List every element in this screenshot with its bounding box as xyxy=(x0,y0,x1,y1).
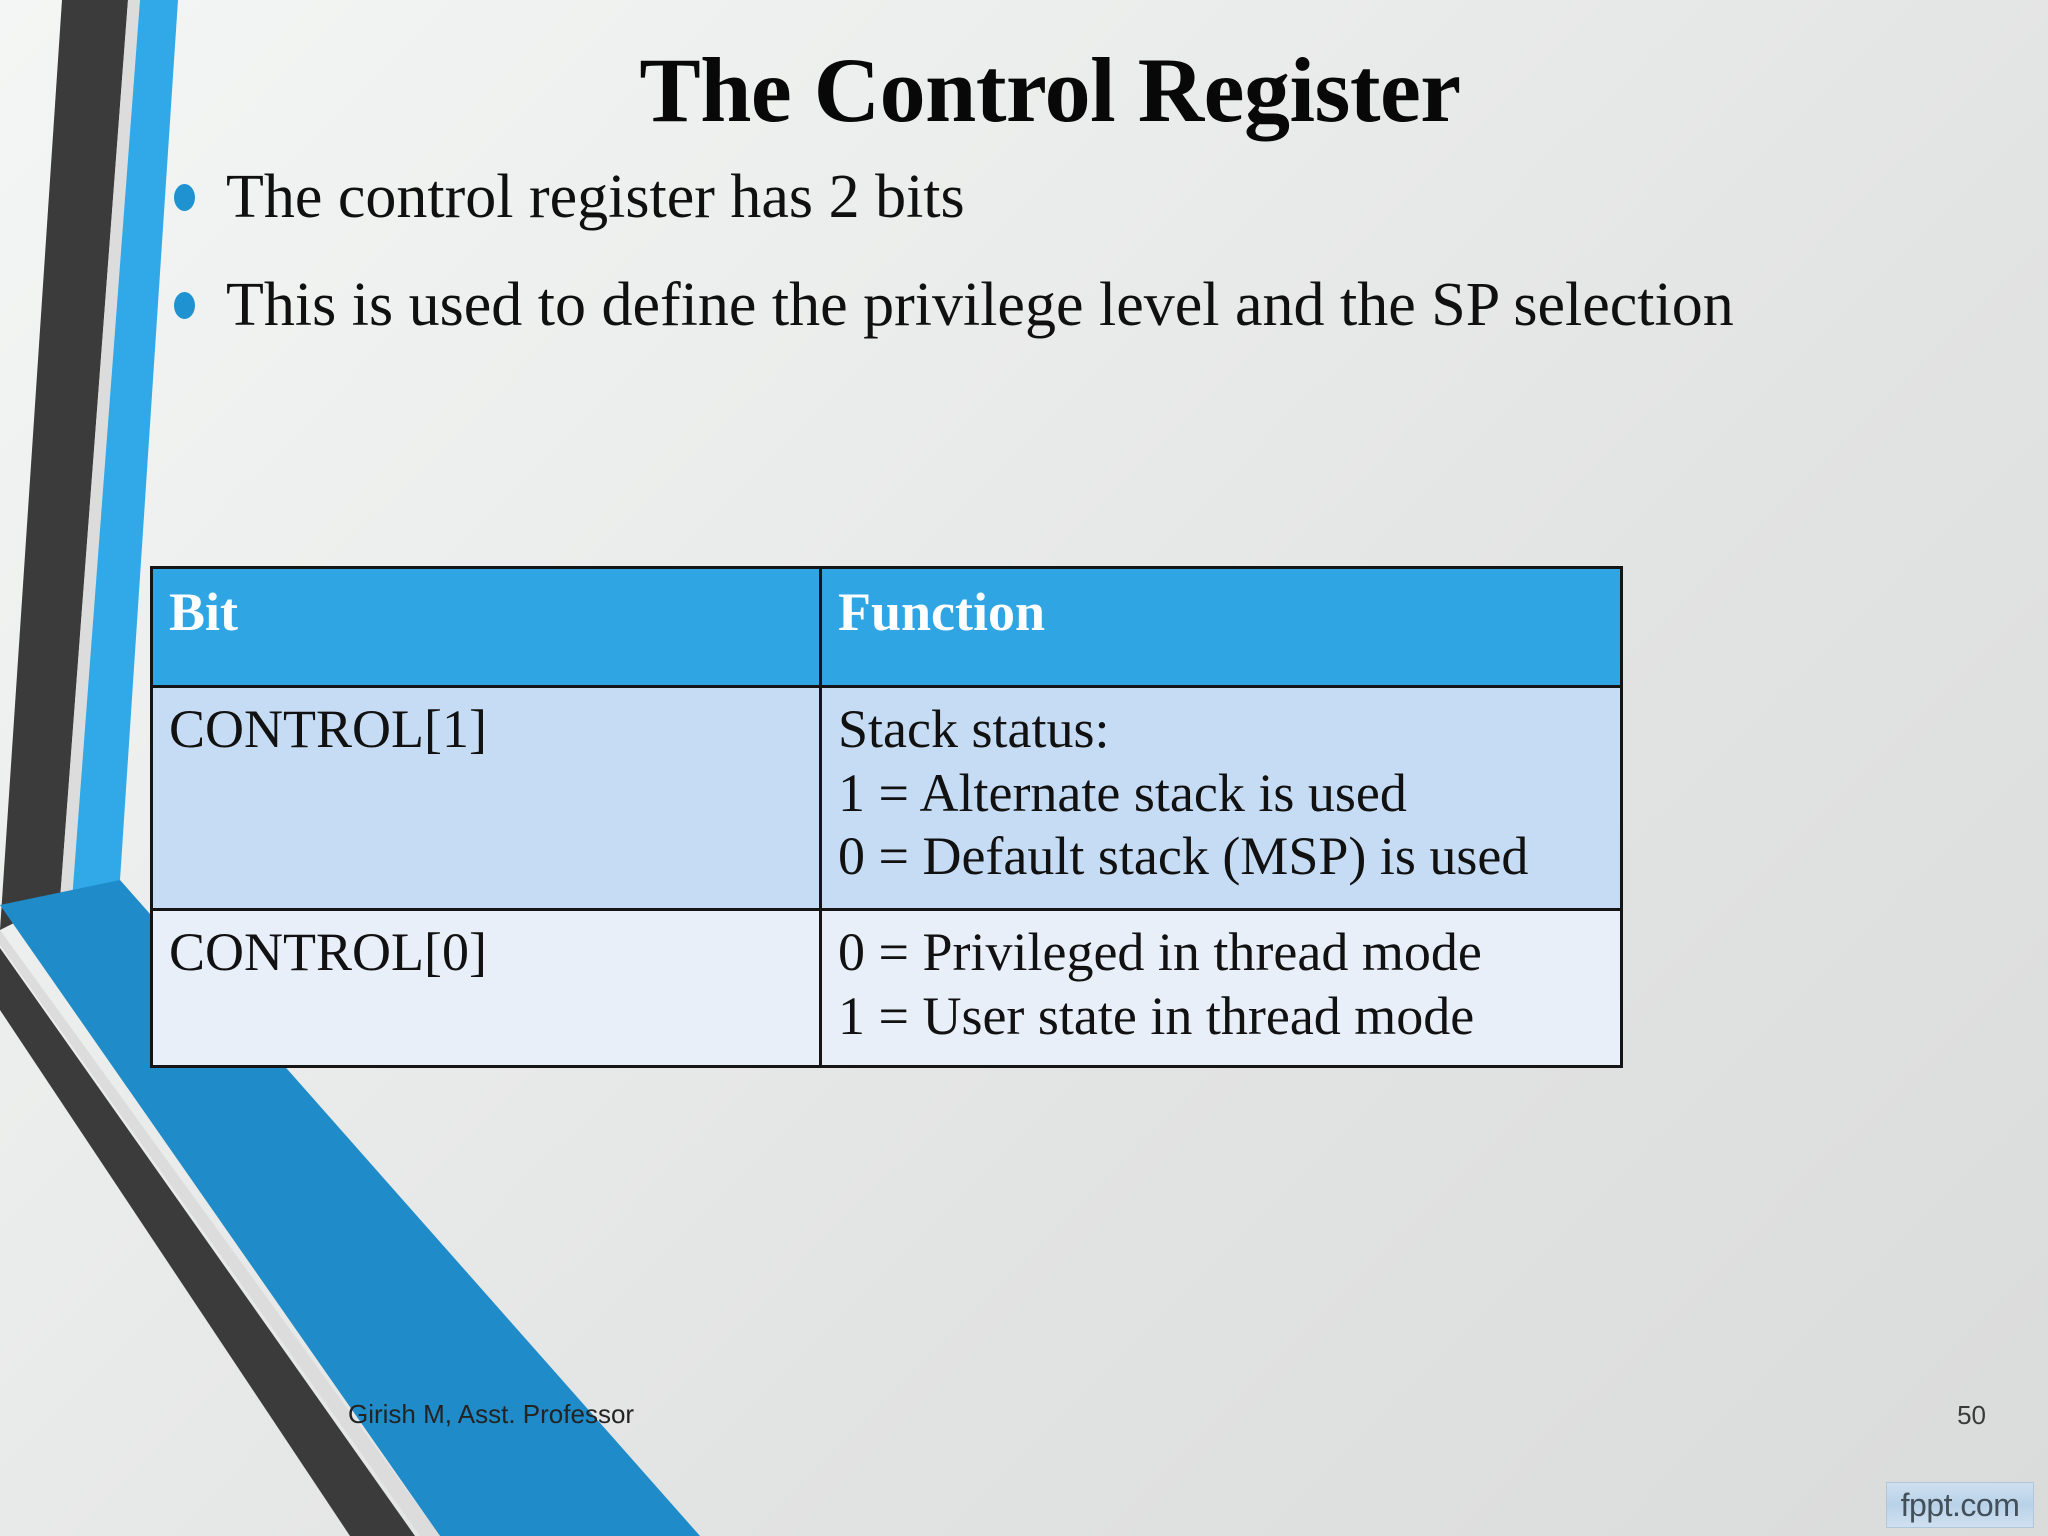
column-header-function: Function xyxy=(819,566,1623,688)
page-title: The Control Register xyxy=(639,39,1461,141)
slide-number: 50 xyxy=(1957,1400,1986,1430)
cell-bit: CONTROL[1] xyxy=(150,685,822,911)
bullet-list: The control register has 2 bits This is … xyxy=(168,160,1868,375)
function-line: 1 = User state in thread mode xyxy=(838,985,1475,1046)
control-register-table: Bit Function CONTROL[1] Stack status: 1 … xyxy=(150,566,1623,1068)
cell-function: Stack status: 1 = Alternate stack is use… xyxy=(819,685,1623,911)
bullet-text: This is used to define the privilege lev… xyxy=(226,270,1734,339)
list-item: The control register has 2 bits xyxy=(168,160,1868,236)
table-row: CONTROL[0] 0 = Privileged in thread mode… xyxy=(150,908,1623,1068)
bullet-dot-icon xyxy=(174,291,195,319)
dark-gray-band-vertical xyxy=(0,0,128,930)
table-header-row: Bit Function xyxy=(150,566,1623,688)
column-header-bit: Bit xyxy=(150,566,822,688)
cell-bit: CONTROL[0] xyxy=(150,908,822,1068)
function-line: 0 = Privileged in thread mode xyxy=(838,922,1482,982)
table-row: CONTROL[1] Stack status: 1 = Alternate s… xyxy=(150,685,1623,911)
bullet-dot-icon xyxy=(174,184,195,211)
fppt-watermark: fppt.com xyxy=(1886,1482,2034,1528)
bullet-text: The control register has 2 bits xyxy=(226,163,965,231)
function-line: 0 = Default stack (MSP) is used xyxy=(838,826,1529,887)
list-item: This is used to define the privilege lev… xyxy=(168,268,1868,344)
separator-band-vertical xyxy=(60,0,140,900)
cell-function: 0 = Privileged in thread mode 1 = User s… xyxy=(819,908,1623,1068)
function-line: 1 = Alternate stack is used xyxy=(838,762,1407,823)
function-line: Stack status: xyxy=(838,699,1110,759)
footer-author: Girish M, Asst. Professor xyxy=(348,1399,635,1429)
